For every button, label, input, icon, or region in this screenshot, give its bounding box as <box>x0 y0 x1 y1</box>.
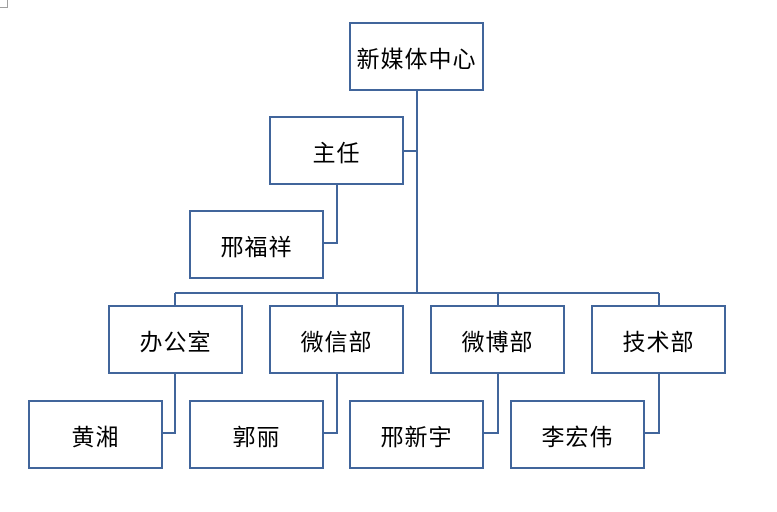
member-label-office: 黄湘 <box>71 424 120 451</box>
member-node-wechat: 郭丽 <box>189 400 324 469</box>
member-label-weibo: 邢新宇 <box>380 424 453 451</box>
department-label-wechat: 微信部 <box>300 329 373 356</box>
department-node-office: 办公室 <box>108 305 243 374</box>
corner-mark <box>0 0 8 8</box>
director-node: 主任 <box>269 116 404 185</box>
member-node-office: 黄湘 <box>28 400 163 469</box>
department-node-weibo: 微博部 <box>430 305 565 374</box>
department-node-tech: 技术部 <box>591 305 726 374</box>
office-member-connector <box>162 373 176 434</box>
director-member-node: 邢福祥 <box>189 210 324 279</box>
director-member-label: 邢福祥 <box>220 234 293 261</box>
director-node-label: 主任 <box>312 140 361 167</box>
root-node-label: 新媒体中心 <box>356 46 477 73</box>
member-label-tech: 李宏伟 <box>541 424 614 451</box>
department-label-tech: 技术部 <box>622 329 695 356</box>
member-node-weibo: 邢新宇 <box>349 400 484 469</box>
director-member-connector <box>323 185 338 244</box>
wechat-member-connector <box>323 373 338 434</box>
weibo-member-connector <box>484 373 499 434</box>
member-node-tech: 李宏伟 <box>510 400 645 469</box>
department-node-wechat: 微信部 <box>269 305 404 374</box>
member-label-wechat: 郭丽 <box>232 424 281 451</box>
department-label-weibo: 微博部 <box>461 329 534 356</box>
tech-member-connector <box>645 373 660 434</box>
department-label-office: 办公室 <box>139 329 212 356</box>
root-node: 新媒体中心 <box>349 22 484 91</box>
